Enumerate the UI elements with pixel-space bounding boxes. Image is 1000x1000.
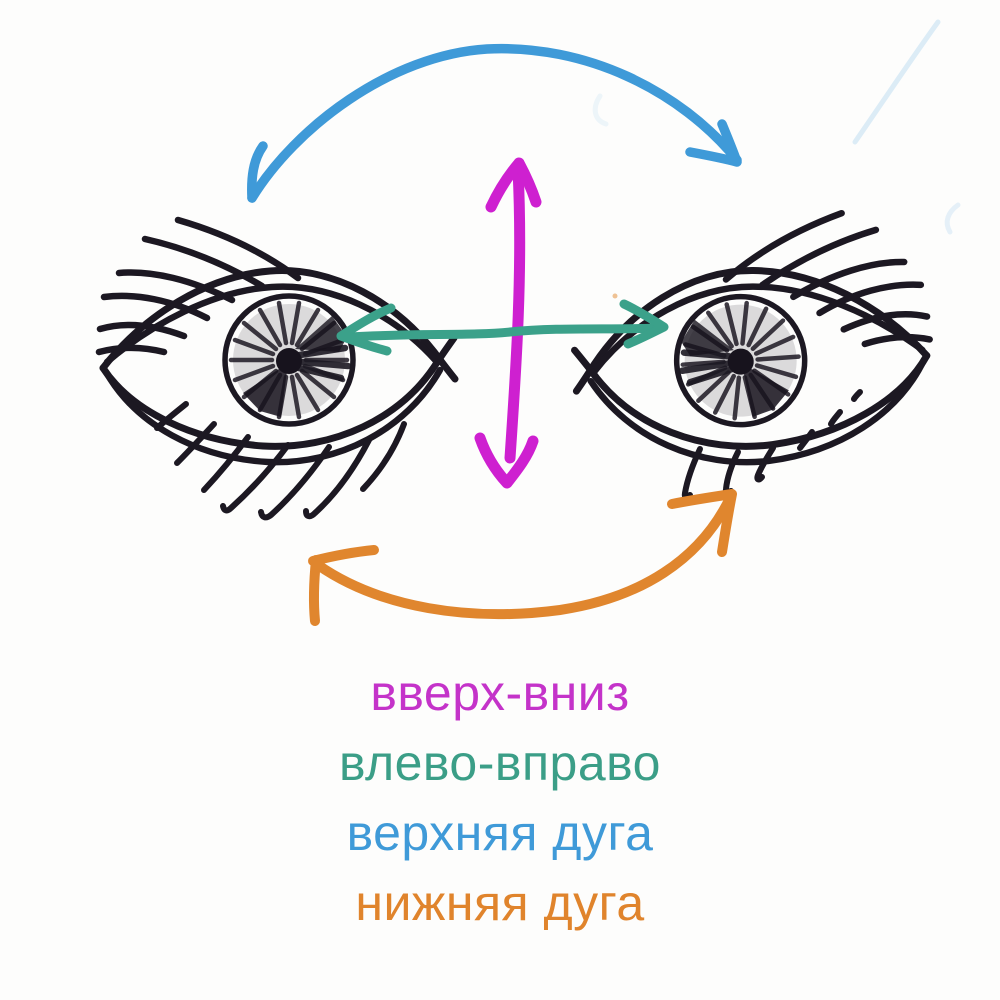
lower-arc-right-arrowhead <box>667 489 737 557</box>
left-arrowhead <box>336 303 396 356</box>
left-right-arrow <box>336 299 669 356</box>
label-lower-arc: нижняя дуга <box>355 875 645 931</box>
up-down-shaft <box>504 164 526 464</box>
up-arrowhead <box>485 157 542 213</box>
label-upper-arc: верхняя дуга <box>346 805 654 861</box>
label-left-right: влево-вправо <box>339 735 661 791</box>
up-down-arrow <box>474 157 542 489</box>
upper-arc-arrow <box>247 43 742 203</box>
left-right-shaft <box>344 323 663 342</box>
right-arrowhead <box>619 299 669 349</box>
upper-arc-left-arrowhead <box>247 141 268 203</box>
upper-arc-shaft <box>247 43 742 203</box>
lower-arc-arrow <box>308 489 737 626</box>
lower-arc-left-end <box>308 545 379 626</box>
lower-arc-shaft <box>313 493 735 620</box>
left-eye-drawing <box>99 220 455 521</box>
legend: вверх-вниз влево-вправо верхняя дуга ниж… <box>0 658 1000 938</box>
right-eye-drawing <box>565 208 937 501</box>
down-arrowhead <box>474 432 539 489</box>
label-up-down: вверх-вниз <box>370 665 630 721</box>
faint-scribbles <box>592 19 961 299</box>
left-eye-lower-lashes <box>154 401 407 521</box>
upper-arc-right-arrowhead <box>685 119 742 167</box>
